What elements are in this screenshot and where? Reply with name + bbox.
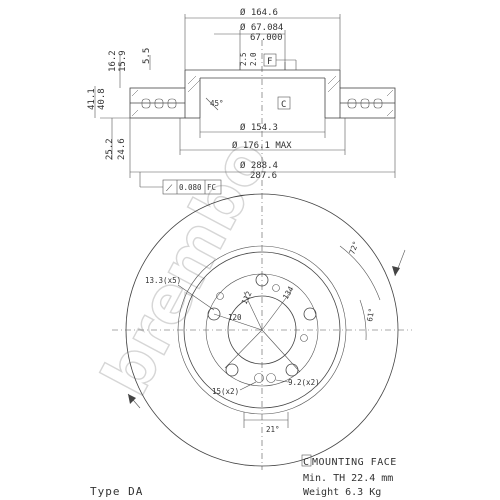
mounting-face-symbol-box — [301, 454, 312, 467]
dim-angle45: 45° — [210, 99, 224, 108]
dim-h16: 16.2 — [108, 50, 118, 72]
dim-h15: 15.9 — [118, 50, 128, 72]
datum-c: C — [281, 100, 286, 110]
tolerance-ref: FC — [207, 183, 216, 192]
dim-h41: 41.1 — [87, 88, 97, 110]
label-angle-72: 72° — [347, 240, 360, 256]
mounting-face-symbol: C — [303, 457, 310, 468]
dim-d154: Ø 154.3 — [240, 122, 278, 133]
dim-d288b: 287.6 — [250, 171, 277, 181]
label-angle-61: 61° — [365, 307, 376, 322]
dim-d67b: 67.000 — [250, 33, 283, 43]
view-arrow-left — [127, 393, 141, 409]
weight-value: 6.3 Kg — [345, 487, 382, 498]
dim-hub-b: 2.0 — [249, 52, 258, 66]
dim-h40: 40.8 — [97, 88, 107, 110]
dim-hub-a: 2.5 — [239, 52, 248, 66]
dim-d164: Ø 164.6 — [240, 7, 278, 18]
dim-h24: 24.6 — [117, 138, 127, 160]
label-r112: 112 — [240, 290, 254, 306]
label-angle-21: 21° — [266, 425, 280, 434]
view-arrow-right — [392, 249, 406, 277]
vent-slots-left — [141, 98, 177, 109]
dim-d176: Ø 176.1 MAX — [232, 140, 292, 151]
label-pcd-120: 120 — [228, 313, 242, 322]
mounting-face-text: MOUNTING FACE — [312, 457, 397, 468]
min-th-value: 22.4 mm — [351, 473, 394, 484]
disc-cross-section: Ø 164.6 Ø 67.084 67.000 2.5 2.0 F C 45° … — [87, 7, 396, 195]
runout-tolerance: ⟋ 0.080 FC — [139, 172, 222, 195]
disc-type-label: Type DA — [90, 485, 144, 498]
min-th-label: Min. TH — [303, 473, 346, 484]
label-holes-15: 15(x2) — [212, 387, 239, 396]
dim-d67a: Ø 67.084 — [240, 22, 283, 33]
tolerance-symbol: ⟋ — [166, 184, 173, 194]
weight: Weight 6.3 Kg — [303, 487, 381, 498]
label-holes-13: 13.3(x5) — [145, 276, 181, 285]
label-r134: 134 — [281, 284, 296, 301]
tolerance-value: 0.080 — [179, 183, 202, 192]
disc-front-view: 13.3(x5) 120 112 134 72° 61° 9.2(x2) 15(… — [112, 180, 412, 470]
weight-label: Weight — [303, 487, 340, 498]
min-thickness: Min. TH 22.4 mm — [303, 473, 393, 484]
section-hatching — [131, 75, 394, 117]
dim-h25: 25.2 — [105, 138, 115, 160]
vent-slots-right — [347, 98, 383, 109]
dim-d288a: Ø 288.4 — [240, 160, 278, 171]
dim-h5: 5.5 — [142, 48, 152, 64]
label-holes-9: 9.2(x2) — [288, 378, 320, 387]
datum-f: F — [267, 57, 272, 67]
